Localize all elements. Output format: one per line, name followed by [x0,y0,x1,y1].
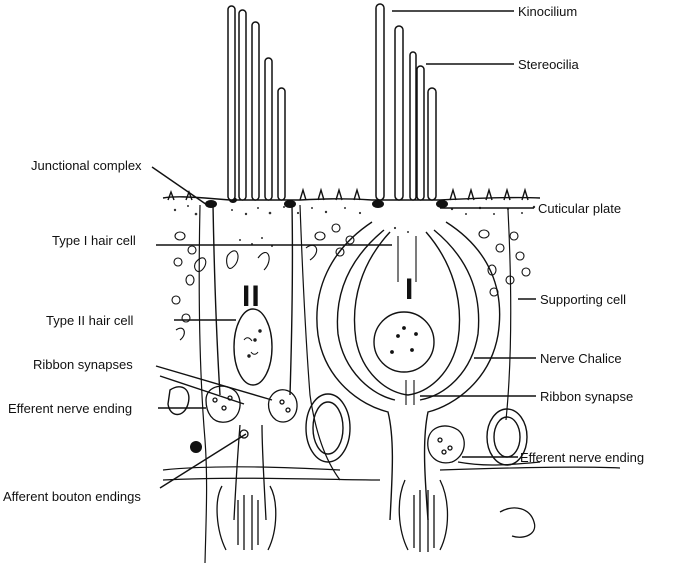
label-ribbon-synapse: Ribbon synapse [540,389,634,404]
label-ribbon-synapses: Ribbon synapses [33,357,133,372]
type2-hair-cell [212,204,294,396]
label-junctional-complex: Junctional complex [31,158,142,173]
label-supporting-cell: Supporting cell [540,292,626,307]
label-afferent-bouton-endings: Afferent bouton endings [3,489,141,504]
organelles [171,223,531,341]
label-nerve-chalice: Nerve Chalice [540,351,622,366]
label-efferent-nerve-ending-right: Efferent nerve ending [520,450,645,465]
label-stereocilia: Stereocilia [518,57,579,72]
basal-fibers [216,479,536,552]
leader-lines [151,10,536,489]
label-type1-hair-cell: Type I hair cell [52,233,136,248]
type2-marker: II [242,280,261,313]
type1-hair-cell [316,221,501,521]
epithelium-surface [162,187,541,201]
label-efferent-nerve-ending-left: Efferent nerve ending [8,401,133,416]
label-cuticular-plate: Cuticular plate [538,201,622,216]
lower-nuclei [167,386,528,466]
cuticular-stipple [173,205,536,247]
nerve-endings [205,385,541,521]
stereocilia-right [375,3,437,201]
label-type2-hair-cell: Type II hair cell [46,313,134,328]
stereocilia-left [227,5,286,201]
type1-marker: I [405,273,414,306]
junction-dots [190,197,448,453]
label-kinocilium: Kinocilium [518,4,578,19]
supporting-cells [162,204,621,564]
